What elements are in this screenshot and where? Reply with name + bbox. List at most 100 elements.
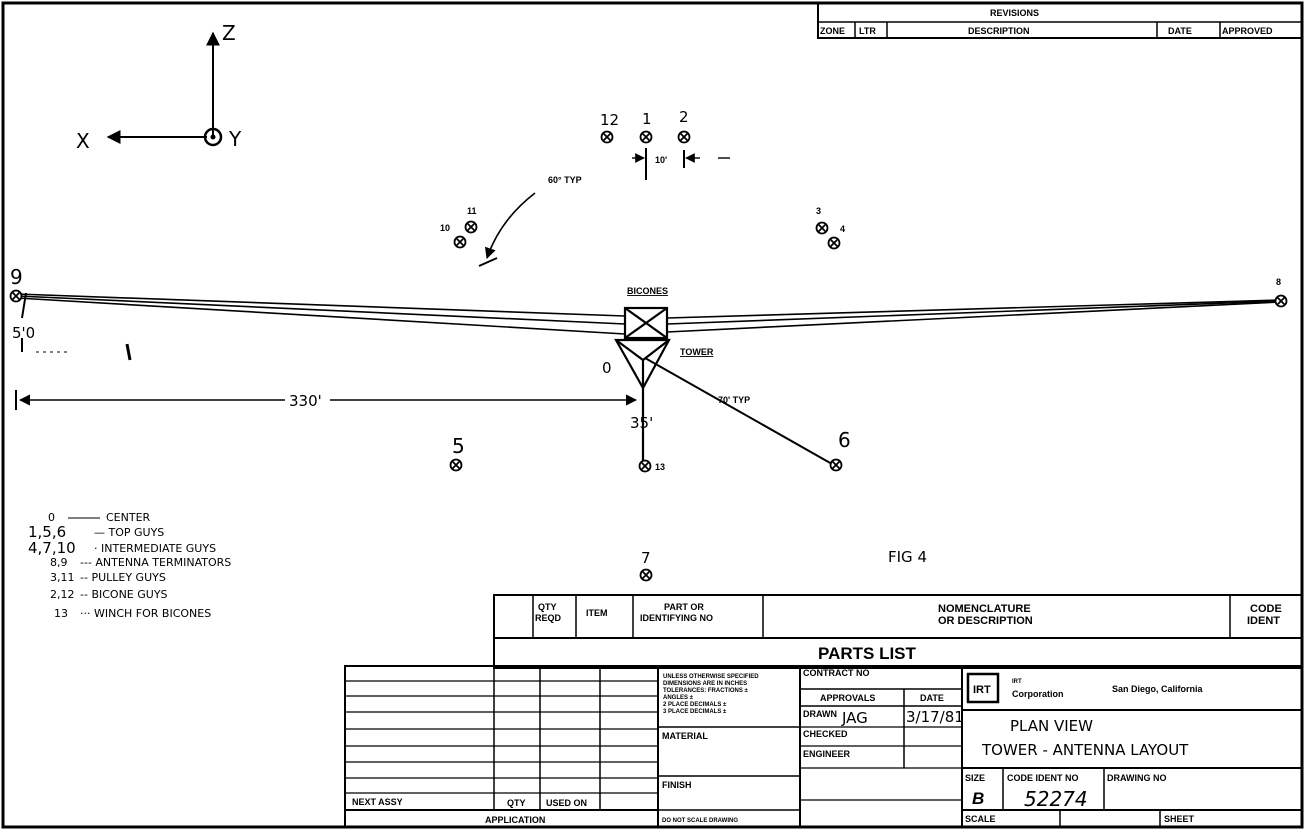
dimension-330: 330' [15,390,638,410]
anchor-6 [829,458,843,472]
rev-zone: ZONE [820,26,845,36]
code-ident-value: 52274 [1024,787,1088,811]
spacing-10-label: 10' [655,155,667,165]
parts-list: QTY REQD ITEM PART OR IDENTIFYING NO NOM… [493,594,1303,669]
anchor-9 [9,289,23,303]
radius-70-label: 70' TYP [718,395,750,405]
label-6: 6 [838,428,851,452]
legend-key-3: 8,9 [50,556,68,569]
drawn-by: JAG [841,709,868,727]
parts-code: CODE IDENT [1247,603,1285,627]
label-4: 4 [840,224,845,234]
anchor-8 [1274,294,1288,308]
offset-label: 5'0 [12,324,35,342]
legend-key-4: 3,11 [50,571,75,584]
label-2: 2 [679,108,689,126]
axis-x-label: X [76,129,90,153]
note-4: 2 PLACE DECIMALS ± [663,702,727,708]
drawn-date: 3/17/81 [906,708,964,726]
rev-date: DATE [1168,26,1192,36]
legend-text-6: ··· WINCH FOR BICONES [80,607,211,620]
drawing-title-1: PLAN VIEW [1010,717,1093,735]
part-word: PART OR [664,602,704,612]
figure-label: FIG 4 [888,548,927,566]
axis-z-label: Z [222,21,236,45]
label-11: 11 [467,206,477,216]
anchor-11 [464,220,478,234]
guy-wires [16,293,1281,465]
anchor-5 [449,458,463,472]
dimension-60: 60° TYP [478,175,582,267]
application: APPLICATION [485,815,545,825]
axis-y-label: Y [228,127,242,151]
anchor-1 [639,130,653,144]
anchor-4 [827,236,841,250]
tower-label: TOWER [680,347,714,357]
size-label: SIZE [965,773,985,783]
label-8: 8 [1276,277,1281,287]
revisions-title: REVISIONS [990,8,1039,18]
anchor-2 [677,130,691,144]
legend-text-4: -- PULLEY GUYS [80,571,166,584]
note-0: UNLESS OTHERWISE SPECIFIED [663,674,759,680]
parts-nomenclature: NOMENCLATURE OR DESCRIPTION [938,603,1034,627]
reqd-word: REQD [535,613,562,623]
parts-list-title: PARTS LIST [818,644,917,663]
approvals-date: DATE [920,693,944,703]
angle-60-label: 60° TYP [548,175,582,185]
note-5: 3 PLACE DECIMALS ± [663,709,727,715]
drawing-title-2: TOWER - ANTENNA LAYOUT [981,741,1189,759]
anchor-10 [453,235,467,249]
label-13: 13 [655,462,665,472]
engineer-label: ENGINEER [803,749,851,759]
qty-label: QTY [507,798,526,808]
rev-approved: APPROVED [1222,26,1273,36]
label-10: 10 [440,223,450,233]
or-description-word: OR DESCRIPTION [938,615,1033,627]
company-logo: IRT [973,684,991,696]
note-1: DIMENSIONS ARE IN INCHES [663,681,747,687]
finish: FINISH [662,780,692,790]
label-7: 7 [641,549,651,567]
note-2: TOLERANCES: FRACTIONS ± [663,688,749,694]
revisions-block: REVISIONS ZONE LTR DESCRIPTION DATE APPR… [817,2,1303,39]
label-3: 3 [816,206,821,216]
company-line1: IRT [1012,679,1022,685]
rev-description: DESCRIPTION [968,26,1030,36]
legend-key-1: 1,5,6 [28,523,66,541]
qty-word: QTY [538,602,556,612]
no-scale: DO NOT SCALE DRAWING [662,818,738,824]
label-1: 1 [642,110,652,128]
bicones-label: BICONES [627,286,668,296]
dimension-10: 10' [632,148,730,180]
note-3: ANGLES ± [663,695,694,701]
anchor-12 [600,130,614,144]
material: MATERIAL [662,731,708,741]
anchor-7 [639,568,653,582]
ident-word: IDENT [1247,615,1280,627]
scale-label: SCALE [965,814,996,824]
legend-key-6: 13 [54,607,68,620]
company-line2: Corporation [1012,689,1064,699]
next-assy: NEXT ASSY [352,797,403,807]
legend-text-3: --- ANTENNA TERMINATORS [80,556,231,569]
nomenclature-word: NOMENCLATURE [938,603,1031,615]
code-word: CODE [1250,603,1282,615]
drawn-label: DRAWN [803,709,837,719]
axis-indicator: Z X Y [76,21,242,153]
approvals: APPROVALS [820,693,875,703]
rev-ltr: LTR [859,26,876,36]
parts-qty: QTY REQD [535,602,562,623]
distance-330-label: 330' [289,392,322,410]
identifying-word: IDENTIFYING NO [640,613,713,623]
size-value: B [972,789,984,808]
drawing-no-label: DRAWING NO [1107,773,1167,783]
legend: 0 CENTER 1,5,6 — TOP GUYS 4,7,10 · INTER… [28,511,231,620]
legend-key-5: 2,12 [50,588,75,601]
dimension-5-0: 5'0 [12,292,132,361]
code-ident-label: CODE IDENT NO [1007,773,1079,783]
label-9: 9 [10,265,23,289]
legend-text-2: · INTERMEDIATE GUYS [94,542,216,555]
sheet-label: SHEET [1164,814,1195,824]
